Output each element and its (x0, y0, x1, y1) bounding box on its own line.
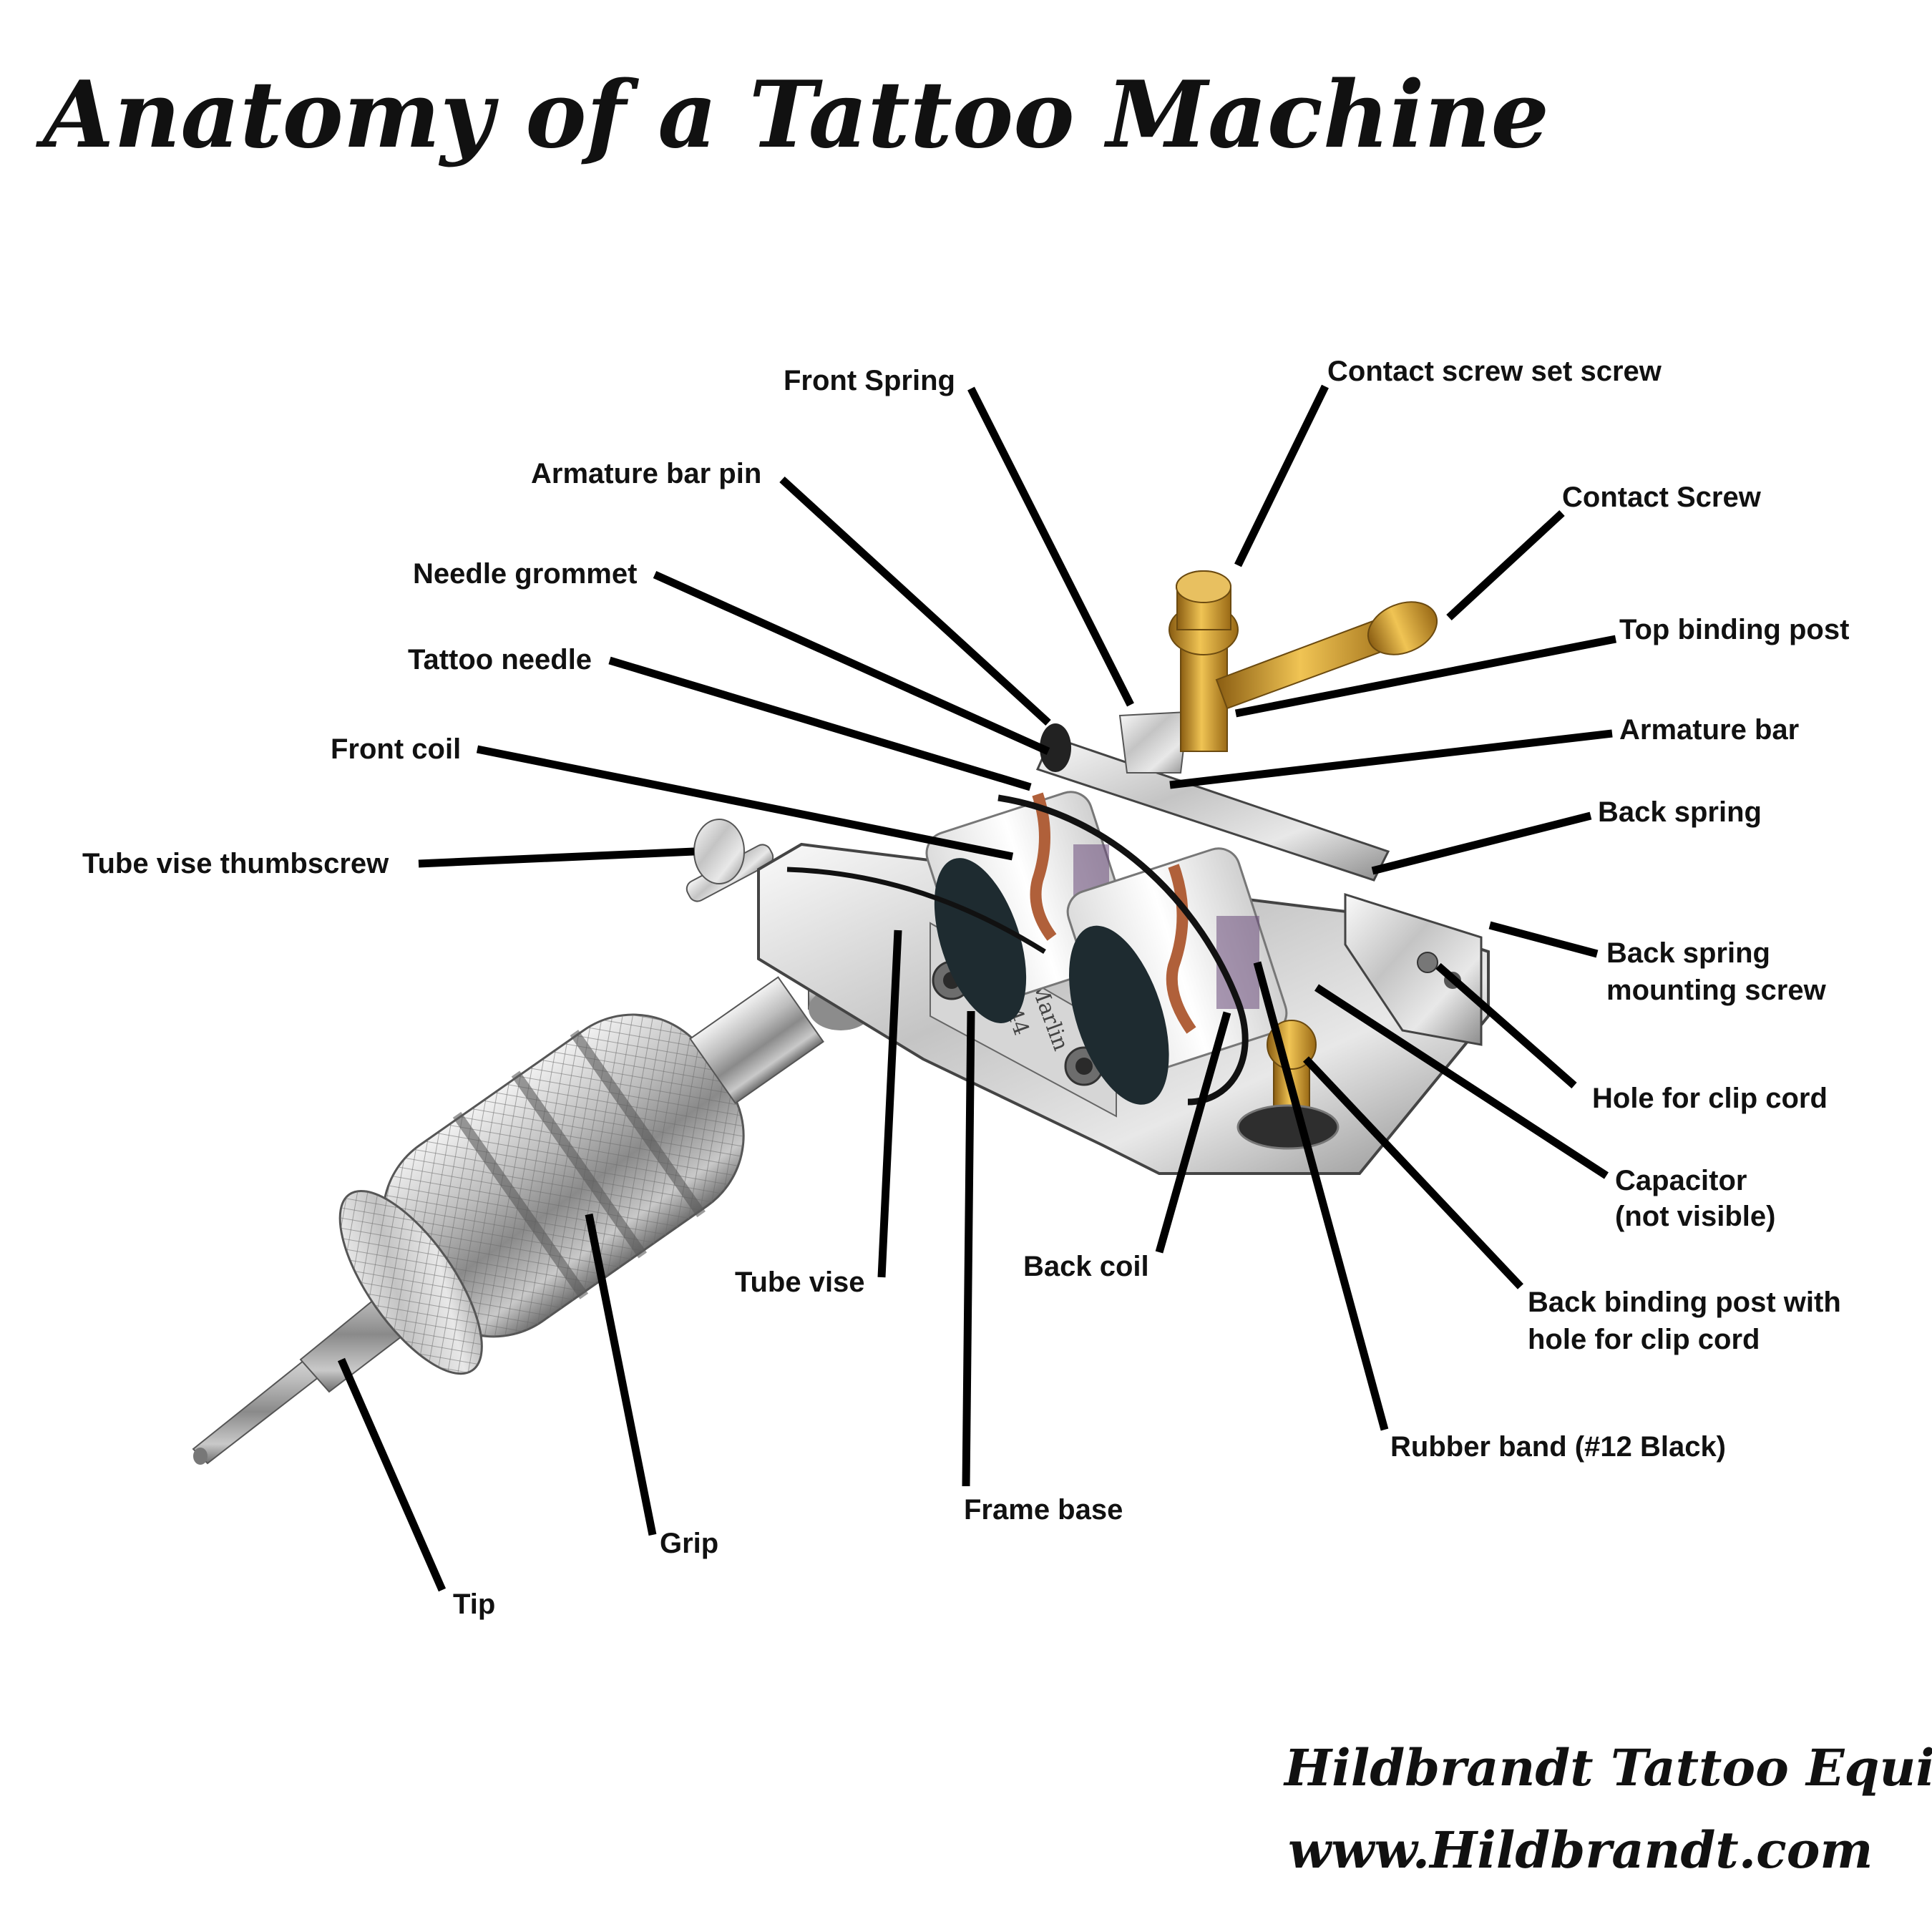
label-rubber-band: Rubber band (#12 Black) (1390, 1431, 1726, 1463)
leader-capacitor (1314, 984, 1609, 1179)
label-tip: Tip (453, 1589, 495, 1620)
label-contact-screw-set-screw: Contact screw set screw (1327, 356, 1662, 387)
label-top-binding-post: Top binding post (1619, 614, 1849, 645)
label-back-spring-mounting-screw-line1: Back spring (1606, 937, 1770, 969)
label-armature-bar-pin: Armature bar pin (531, 458, 761, 489)
leader-back-coil (1155, 1011, 1231, 1254)
label-back-spring: Back spring (1598, 796, 1762, 828)
part-labels: Front Spring Contact screw set screw Arm… (82, 356, 1849, 1620)
leader-top-binding-post (1234, 635, 1617, 718)
contact-screw-part (1169, 570, 1438, 752)
leader-tube-vise-thumbscrew (418, 847, 695, 868)
leader-front-coil (476, 745, 1014, 861)
grip-part (338, 976, 824, 1375)
leader-tip (337, 1357, 447, 1592)
armature-bar-part (1035, 723, 1390, 882)
company-website: www.Hildbrandt.com (1288, 1820, 1873, 1880)
label-back-spring-mounting-screw-line2: mounting screw (1606, 975, 1827, 1006)
tattoo-machine-illustration: 444 Marlin (192, 570, 1490, 1465)
leader-rubber-band (1253, 961, 1389, 1431)
leader-back-spring (1371, 811, 1592, 875)
label-capacitor-line1: Capacitor (1615, 1165, 1747, 1196)
page-title: Anatomy of a Tattoo Machine (36, 62, 1549, 169)
label-tattoo-needle: Tattoo needle (408, 644, 592, 675)
label-back-coil: Back coil (1023, 1251, 1149, 1282)
label-grip: Grip (660, 1528, 718, 1559)
label-needle-grommet: Needle grommet (413, 558, 637, 590)
leader-back-binding-post (1302, 1056, 1524, 1289)
label-back-binding-post-line1: Back binding post with (1528, 1287, 1841, 1318)
front-spring-part (1118, 711, 1189, 774)
label-tube-vise: Tube vise (735, 1267, 865, 1298)
label-front-coil: Front coil (331, 733, 461, 765)
leader-contact-screw-set-screw (1234, 384, 1329, 567)
leader-back-spring-mounting-screw (1488, 921, 1599, 958)
label-hole-for-clip-cord: Hole for clip cord (1592, 1083, 1828, 1114)
leader-tattoo-needle (608, 656, 1032, 791)
leader-grip (585, 1213, 657, 1536)
company-name: Hildbrandt Tattoo Equipment (1283, 1738, 1932, 1797)
leader-frame-base (962, 1010, 975, 1487)
label-armature-bar: Armature bar (1619, 714, 1799, 746)
back-binding-post-part (1236, 1020, 1340, 1150)
leader-tube-vise (877, 930, 902, 1278)
leader-hole-for-clip-cord (1435, 962, 1577, 1089)
leader-front-spring (967, 386, 1134, 707)
label-front-spring: Front Spring (784, 365, 955, 396)
leader-armature-bar-pin (779, 476, 1051, 726)
rubber-band-front-part (786, 867, 1046, 954)
label-frame-base: Frame base (964, 1494, 1123, 1526)
leader-lines (337, 384, 1617, 1592)
rubber-band-part (997, 794, 1249, 1106)
label-capacitor-line2: (not visible) (1615, 1201, 1775, 1232)
leader-armature-bar (1169, 729, 1613, 789)
label-back-binding-post-line2: hole for clip cord (1528, 1324, 1760, 1355)
label-contact-screw: Contact Screw (1562, 482, 1762, 513)
leader-needle-grommet (653, 570, 1050, 756)
back-coil-part (1066, 847, 1288, 1105)
label-tube-vise-thumbscrew: Tube vise thumbscrew (82, 848, 389, 879)
leader-contact-screw (1446, 509, 1565, 621)
